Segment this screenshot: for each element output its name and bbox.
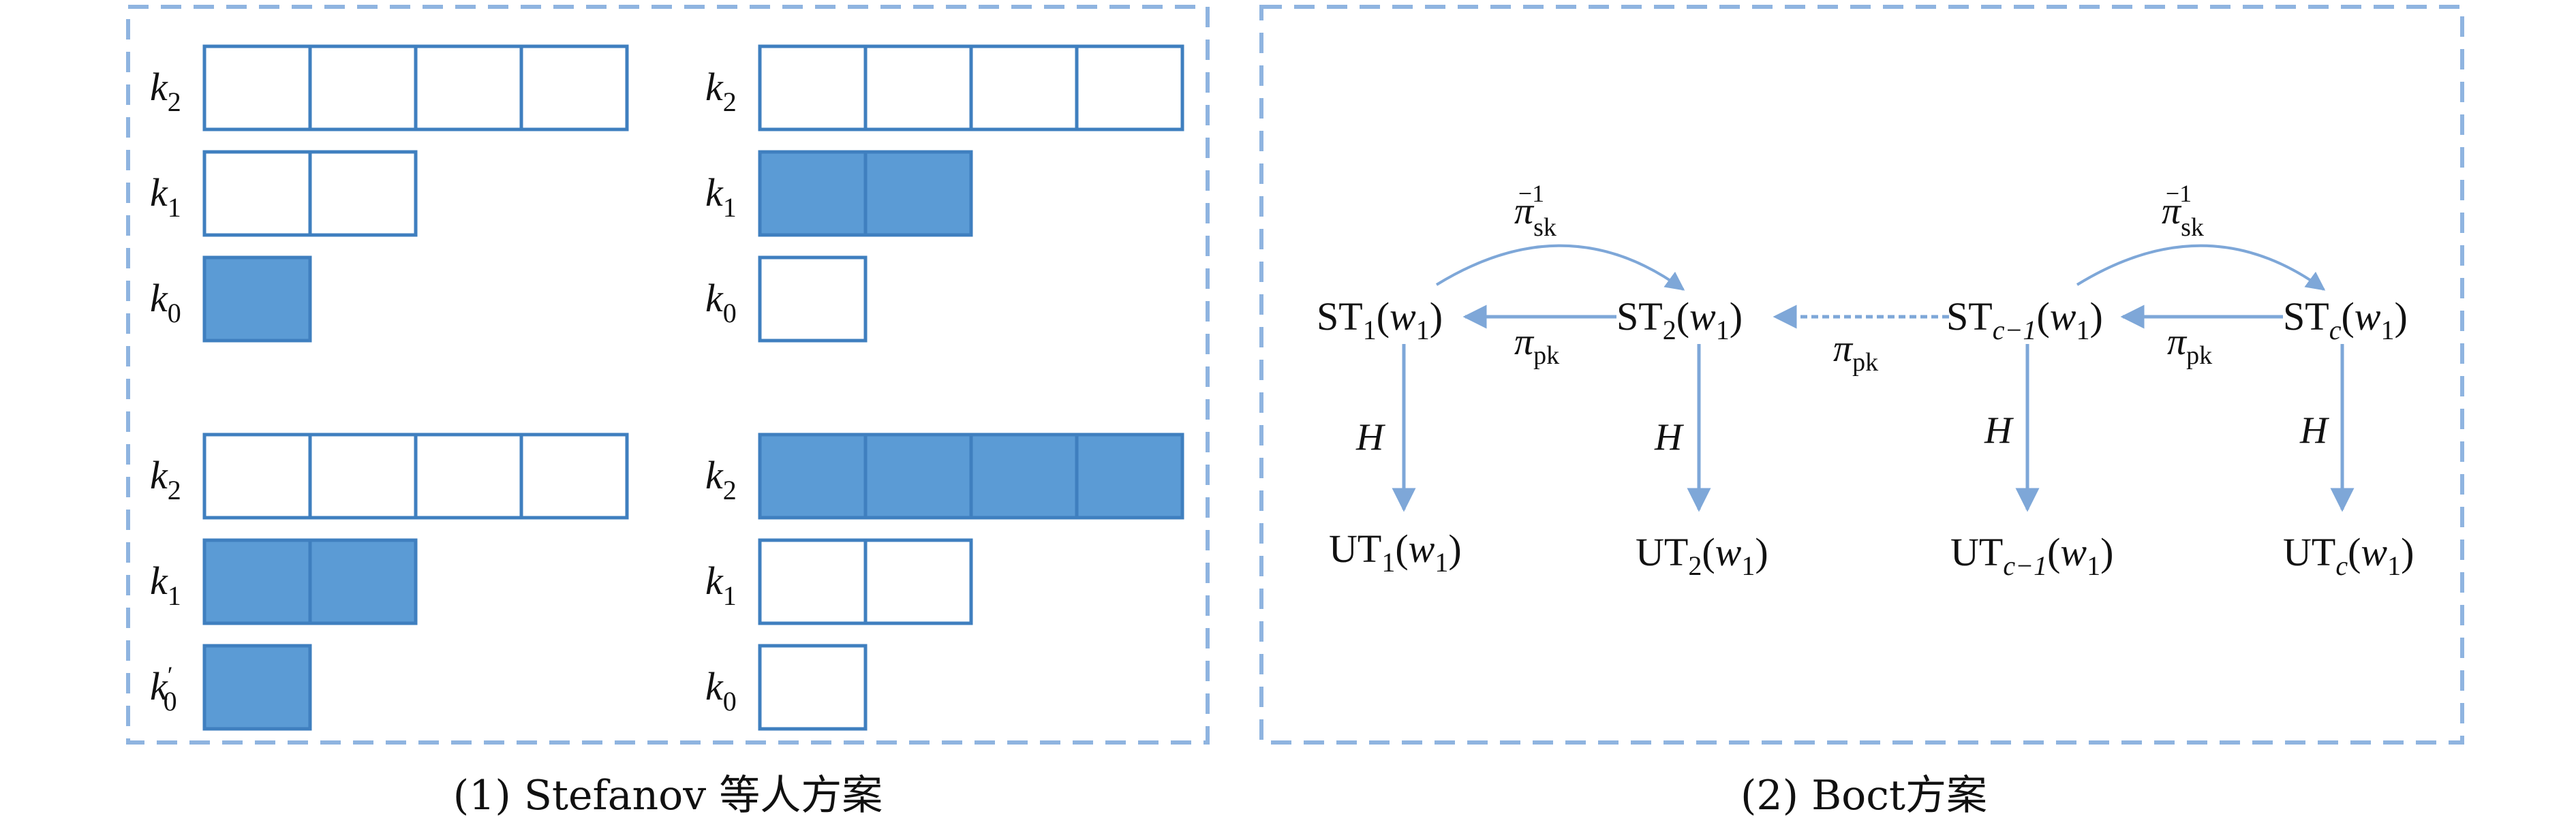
empty-cell [414, 433, 523, 520]
filled-cell [308, 538, 418, 625]
label-pi-sk-inv-2: πsk−1 [2162, 180, 2204, 242]
node-ut-c-minus-1: UTc−1(w1) [1950, 530, 2113, 581]
empty-cell [202, 44, 312, 131]
label-pi-pk-3: πpk [2167, 321, 2212, 370]
label-h-3: H [1984, 409, 2014, 452]
row-label: k2 [150, 453, 181, 505]
node-ut-1: UT1(w1) [1329, 527, 1462, 578]
label-pi-pk-1: πpk [1514, 321, 1559, 370]
empty-cell [863, 44, 973, 131]
row-label: k2 [705, 453, 737, 505]
filled-cell [863, 150, 973, 237]
label-pi-pk-2: πpk [1833, 328, 1878, 377]
boct-diagram: H H H H πsk−1 πsk−1 πpk πpk πpk ST1(w1) … [1317, 180, 2414, 581]
empty-cell [1075, 44, 1184, 131]
row-label: k0 [150, 276, 181, 328]
empty-cell [202, 150, 312, 237]
caption-panel-1: (1) Stefanov 等人方案 [453, 772, 883, 819]
empty-cell [308, 150, 418, 237]
empty-cell [863, 538, 973, 625]
empty-cell [414, 44, 523, 131]
empty-cell [969, 44, 1079, 131]
filled-cell [758, 150, 868, 237]
node-ut-2: UT2(w1) [1636, 530, 1768, 581]
curve-arrow-st1-st2 [1435, 244, 1685, 291]
node-st-2: ST2(w1) [1616, 294, 1743, 345]
empty-cell [758, 644, 868, 731]
curve-arrow-stc1-stc [2076, 244, 2326, 291]
stefanov-group-1: k2 k1 k0 [150, 44, 629, 343]
label-h-2: H [1654, 416, 1684, 458]
row-label: k1 [150, 170, 181, 223]
filled-cell [758, 433, 868, 520]
filled-cell [202, 255, 312, 343]
node-st-c: STc(w1) [2283, 294, 2408, 345]
row-label: k′0 [150, 661, 177, 717]
empty-cell [758, 255, 868, 343]
stefanov-group-2: k2 k1 k0 [705, 44, 1184, 343]
label-h-4: H [2299, 409, 2329, 452]
node-st-1: ST1(w1) [1317, 294, 1443, 345]
empty-cell [202, 433, 312, 520]
row-label: k1 [705, 170, 737, 223]
stefanov-group-4: k2 k1 k0 [705, 433, 1184, 731]
label-pi-sk-inv-1: πsk−1 [1514, 180, 1557, 242]
row-label: k2 [150, 65, 181, 117]
filled-cell [202, 538, 312, 625]
row-label: k0 [705, 664, 737, 717]
row-label: k2 [705, 65, 737, 117]
label-h-1: H [1355, 416, 1385, 458]
empty-cell [519, 433, 629, 520]
node-st-c-minus-1: STc−1(w1) [1946, 294, 2103, 345]
empty-cell [758, 44, 868, 131]
empty-cell [308, 44, 418, 131]
filled-cell [1075, 433, 1184, 520]
filled-cell [202, 644, 312, 731]
stefanov-groups: k2 k1 k0 k2 k1 k0 k2 k1 k′0 k2 k1 k0 [150, 44, 1184, 731]
panel-2-frame [1259, 5, 2464, 745]
caption-panel-2: (2) Boct方案 [1741, 772, 1987, 819]
node-ut-c: UTc(w1) [2283, 530, 2414, 581]
empty-cell [758, 538, 868, 625]
empty-cell [519, 44, 629, 131]
panel-1-frame [126, 5, 1210, 745]
empty-cell [308, 433, 418, 520]
stefanov-group-3: k2 k1 k′0 [150, 433, 629, 731]
row-label: k1 [150, 559, 181, 611]
row-label: k1 [705, 559, 737, 611]
filled-cell [863, 433, 973, 520]
row-label: k0 [705, 276, 737, 328]
filled-cell [969, 433, 1079, 520]
